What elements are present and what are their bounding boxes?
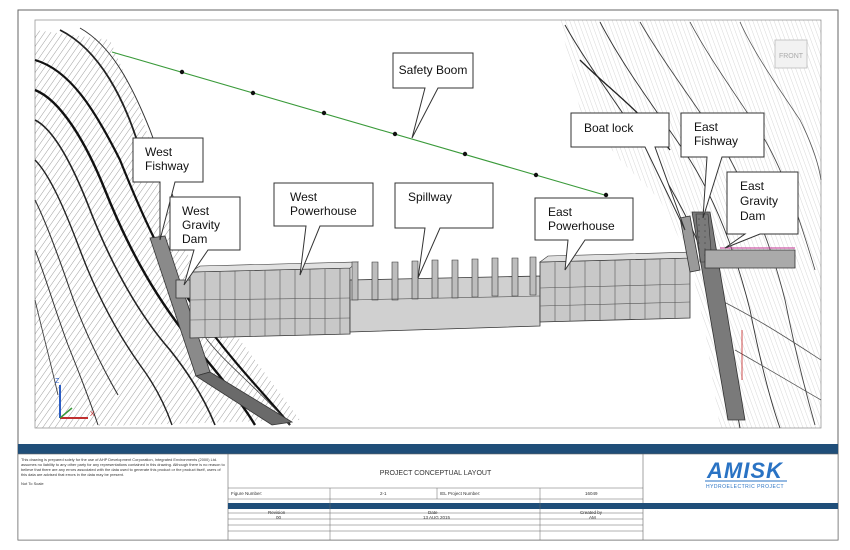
callout-east-fishway-line2: Fishway xyxy=(694,134,738,148)
view-cube-label: FRONT xyxy=(779,53,804,60)
figure-number-label: Figure Number: xyxy=(231,491,263,496)
callout-safety-boom: Safety Boom xyxy=(392,52,474,139)
east-powerhouse xyxy=(539,251,697,323)
callout-spillway: Spillway xyxy=(394,182,494,279)
callout-west-fishway-line1: West xyxy=(145,145,173,159)
safety-boom xyxy=(111,51,609,198)
callout-west-powerhouse: West Powerhouse xyxy=(273,182,374,276)
axis-z-label: Z xyxy=(55,378,60,385)
iel-project-label: IEL Project Number: xyxy=(440,491,481,496)
project-title: PROJECT CONCEPTUAL LAYOUT xyxy=(379,470,492,477)
not-to-scale: Not To Scale xyxy=(21,480,44,486)
callout-west-gravity-line3: Dam xyxy=(182,232,207,246)
callout-west-powerhouse-line1: West xyxy=(290,190,318,204)
created-label: Created by xyxy=(580,510,603,515)
west-powerhouse xyxy=(188,261,359,339)
iel-project-number: 16049 xyxy=(585,491,598,496)
axis-triad: Z X xyxy=(55,378,95,419)
callout-east-gravity-line2: Gravity xyxy=(740,194,778,208)
logo-text: AMISK xyxy=(706,458,784,483)
callout-boat-lock-text: Boat lock xyxy=(584,121,634,135)
east-gravity-dam xyxy=(679,211,796,421)
revision-label: Revision xyxy=(268,510,286,515)
callout-spillway-text: Spillway xyxy=(408,190,452,204)
west-gravity-dam xyxy=(149,235,294,426)
callout-boat-lock: Boat lock xyxy=(570,112,686,231)
callout-west-gravity-line1: West xyxy=(182,204,210,218)
callout-west-powerhouse-line2: Powerhouse xyxy=(290,204,357,218)
spillway xyxy=(349,256,541,333)
disclaimer-text: This drawing is prepared solely for the … xyxy=(21,457,225,477)
title-block xyxy=(17,444,839,541)
amisk-logo: AMISK HYDROELECTRIC PROJECT xyxy=(705,458,787,490)
callout-east-powerhouse-line2: Powerhouse xyxy=(548,219,615,233)
disclaimer-block: This drawing is prepared solely for the … xyxy=(21,457,225,486)
callout-east-fishway-line1: East xyxy=(694,120,719,134)
created-value: AM xyxy=(589,515,596,520)
callout-east-fishway: East Fishway xyxy=(680,112,765,219)
callout-safety-boom-text: Safety Boom xyxy=(399,63,468,77)
figure-number: 2-1 xyxy=(380,491,387,496)
callout-east-gravity-line3: Dam xyxy=(740,209,765,223)
date-value: 13 AUG 2015 xyxy=(423,515,451,520)
logo-subtitle: HYDROELECTRIC PROJECT xyxy=(706,484,784,490)
callout-east-powerhouse: East Powerhouse xyxy=(534,197,634,271)
view-cube[interactable]: FRONT xyxy=(774,39,808,69)
callout-west-fishway-line2: Fishway xyxy=(145,159,189,173)
callout-west-fishway: West Fishway xyxy=(132,137,204,241)
callout-west-gravity-line2: Gravity xyxy=(182,218,220,232)
callout-east-gravity-line1: East xyxy=(740,179,765,193)
axis-x-label: X xyxy=(90,411,95,418)
date-label: Date xyxy=(428,510,438,515)
revision-value: 00 xyxy=(276,515,282,520)
callout-west-gravity-dam: West Gravity Dam xyxy=(169,196,241,286)
callout-east-powerhouse-line1: East xyxy=(548,205,573,219)
callout-east-gravity-dam: East Gravity Dam xyxy=(724,171,799,249)
